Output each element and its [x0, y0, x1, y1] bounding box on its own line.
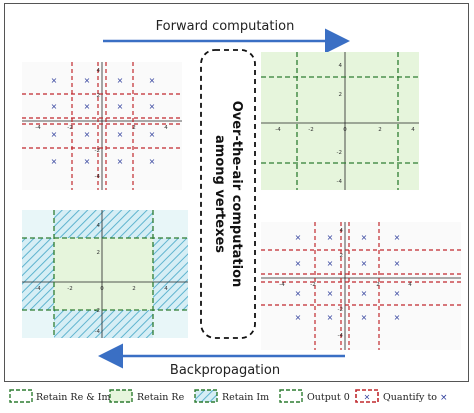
svg-text:×: ×	[327, 233, 334, 242]
center-line2: among vertexes	[212, 135, 227, 253]
legend-quantify-to: Quantify to	[383, 392, 437, 403]
svg-text:4: 4	[97, 223, 101, 229]
svg-text:×: ×	[394, 289, 401, 298]
svg-text:2: 2	[340, 253, 344, 259]
panel-bottom-left: -4 -2 0 2 4 4 2 -2 -4	[22, 210, 188, 338]
svg-text:×: ×	[117, 157, 124, 166]
svg-text:×: ×	[84, 157, 91, 166]
svg-text:×: ×	[361, 313, 368, 322]
legend-swatch-retain-re	[109, 389, 133, 403]
svg-text:-4: -4	[279, 282, 285, 288]
legend-swatch-retain-re-im	[9, 389, 33, 403]
svg-text:×: ×	[149, 102, 156, 111]
svg-text:2: 2	[339, 92, 343, 98]
svg-text:2: 2	[378, 127, 382, 133]
svg-text:×: ×	[327, 313, 334, 322]
legend-output-0: Output 0	[307, 392, 350, 403]
backward-label: Backpropagation	[170, 363, 280, 378]
svg-text:2: 2	[97, 93, 101, 99]
legend-retain-re-im: Retain Re & Im	[36, 392, 110, 403]
svg-text:×: ×	[361, 233, 368, 242]
svg-text:×: ×	[51, 102, 58, 111]
svg-text:×: ×	[149, 76, 156, 85]
svg-text:×: ×	[295, 259, 302, 268]
svg-text:-2: -2	[67, 286, 72, 292]
svg-text:2: 2	[376, 282, 380, 288]
legend-swatch-quantify	[355, 389, 379, 403]
panel-bottom-right: × × × × × × × × × × × × × × × × -4 -2 2 4 4 2 -2 -4	[261, 222, 461, 350]
svg-text:×: ×	[51, 76, 58, 85]
svg-text:×: ×	[51, 130, 58, 139]
legend-swatch-retain-im	[194, 389, 218, 403]
svg-text:×: ×	[295, 289, 302, 298]
panel-top-right: -4 -2 0 2 4 4 2 -2 -4	[261, 52, 419, 190]
svg-text:-4: -4	[337, 179, 343, 185]
svg-text:×: ×	[51, 157, 58, 166]
figure-frame	[4, 3, 469, 382]
svg-text:0: 0	[100, 286, 104, 292]
svg-text:×: ×	[394, 313, 401, 322]
svg-text:×: ×	[149, 157, 156, 166]
svg-text:×: ×	[295, 313, 302, 322]
svg-text:-2: -2	[338, 307, 343, 313]
panel-top-left: × × × × × × × × × × × × × × × × -4 -2 2 4 4 2 -2 -4	[22, 62, 182, 190]
svg-text:×: ×	[394, 259, 401, 268]
svg-text:2: 2	[132, 125, 136, 131]
center-line1: Over-the-air computation	[229, 101, 244, 288]
svg-text:×: ×	[361, 259, 368, 268]
svg-text:×: ×	[84, 130, 91, 139]
svg-text:4: 4	[411, 127, 415, 133]
svg-text:×: ×	[364, 393, 371, 402]
svg-text:-2: -2	[95, 308, 100, 314]
legend: Retain Re & Im Retain Re Retain Im Outpu…	[9, 389, 448, 403]
svg-text:×: ×	[295, 233, 302, 242]
svg-text:2: 2	[97, 250, 101, 256]
svg-text:-2: -2	[308, 127, 313, 133]
svg-text:-4: -4	[275, 127, 281, 133]
svg-text:4: 4	[339, 63, 343, 69]
svg-text:4: 4	[97, 68, 101, 74]
legend-cross-marker: ×	[440, 393, 448, 403]
svg-text:×: ×	[327, 289, 334, 298]
svg-text:-2: -2	[337, 150, 342, 156]
svg-text:×: ×	[117, 102, 124, 111]
legend-retain-im: Retain Im	[222, 392, 269, 403]
svg-text:×: ×	[84, 102, 91, 111]
svg-text:4: 4	[164, 125, 168, 131]
svg-text:-4: -4	[35, 286, 41, 292]
forward-label: Forward computation	[156, 19, 295, 34]
svg-text:-4: -4	[338, 333, 344, 339]
svg-text:2: 2	[132, 286, 136, 292]
svg-text:-4: -4	[35, 125, 41, 131]
svg-text:-4: -4	[95, 174, 101, 180]
svg-text:×: ×	[149, 130, 156, 139]
center-dashed-box	[200, 49, 256, 339]
legend-retain-re: Retain Re	[137, 392, 185, 403]
svg-text:-2: -2	[310, 282, 315, 288]
svg-text:×: ×	[84, 76, 91, 85]
svg-text:-2: -2	[67, 125, 72, 131]
svg-text:×: ×	[394, 233, 401, 242]
svg-text:-4: -4	[95, 329, 101, 335]
svg-text:×: ×	[361, 289, 368, 298]
svg-text:×: ×	[117, 130, 124, 139]
svg-text:×: ×	[117, 76, 124, 85]
svg-text:×: ×	[327, 259, 334, 268]
legend-swatch-output-0	[279, 389, 303, 403]
svg-text:0: 0	[343, 127, 347, 133]
svg-text:4: 4	[164, 286, 168, 292]
svg-text:4: 4	[408, 282, 412, 288]
svg-text:-2: -2	[95, 148, 100, 154]
svg-text:4: 4	[340, 228, 344, 234]
